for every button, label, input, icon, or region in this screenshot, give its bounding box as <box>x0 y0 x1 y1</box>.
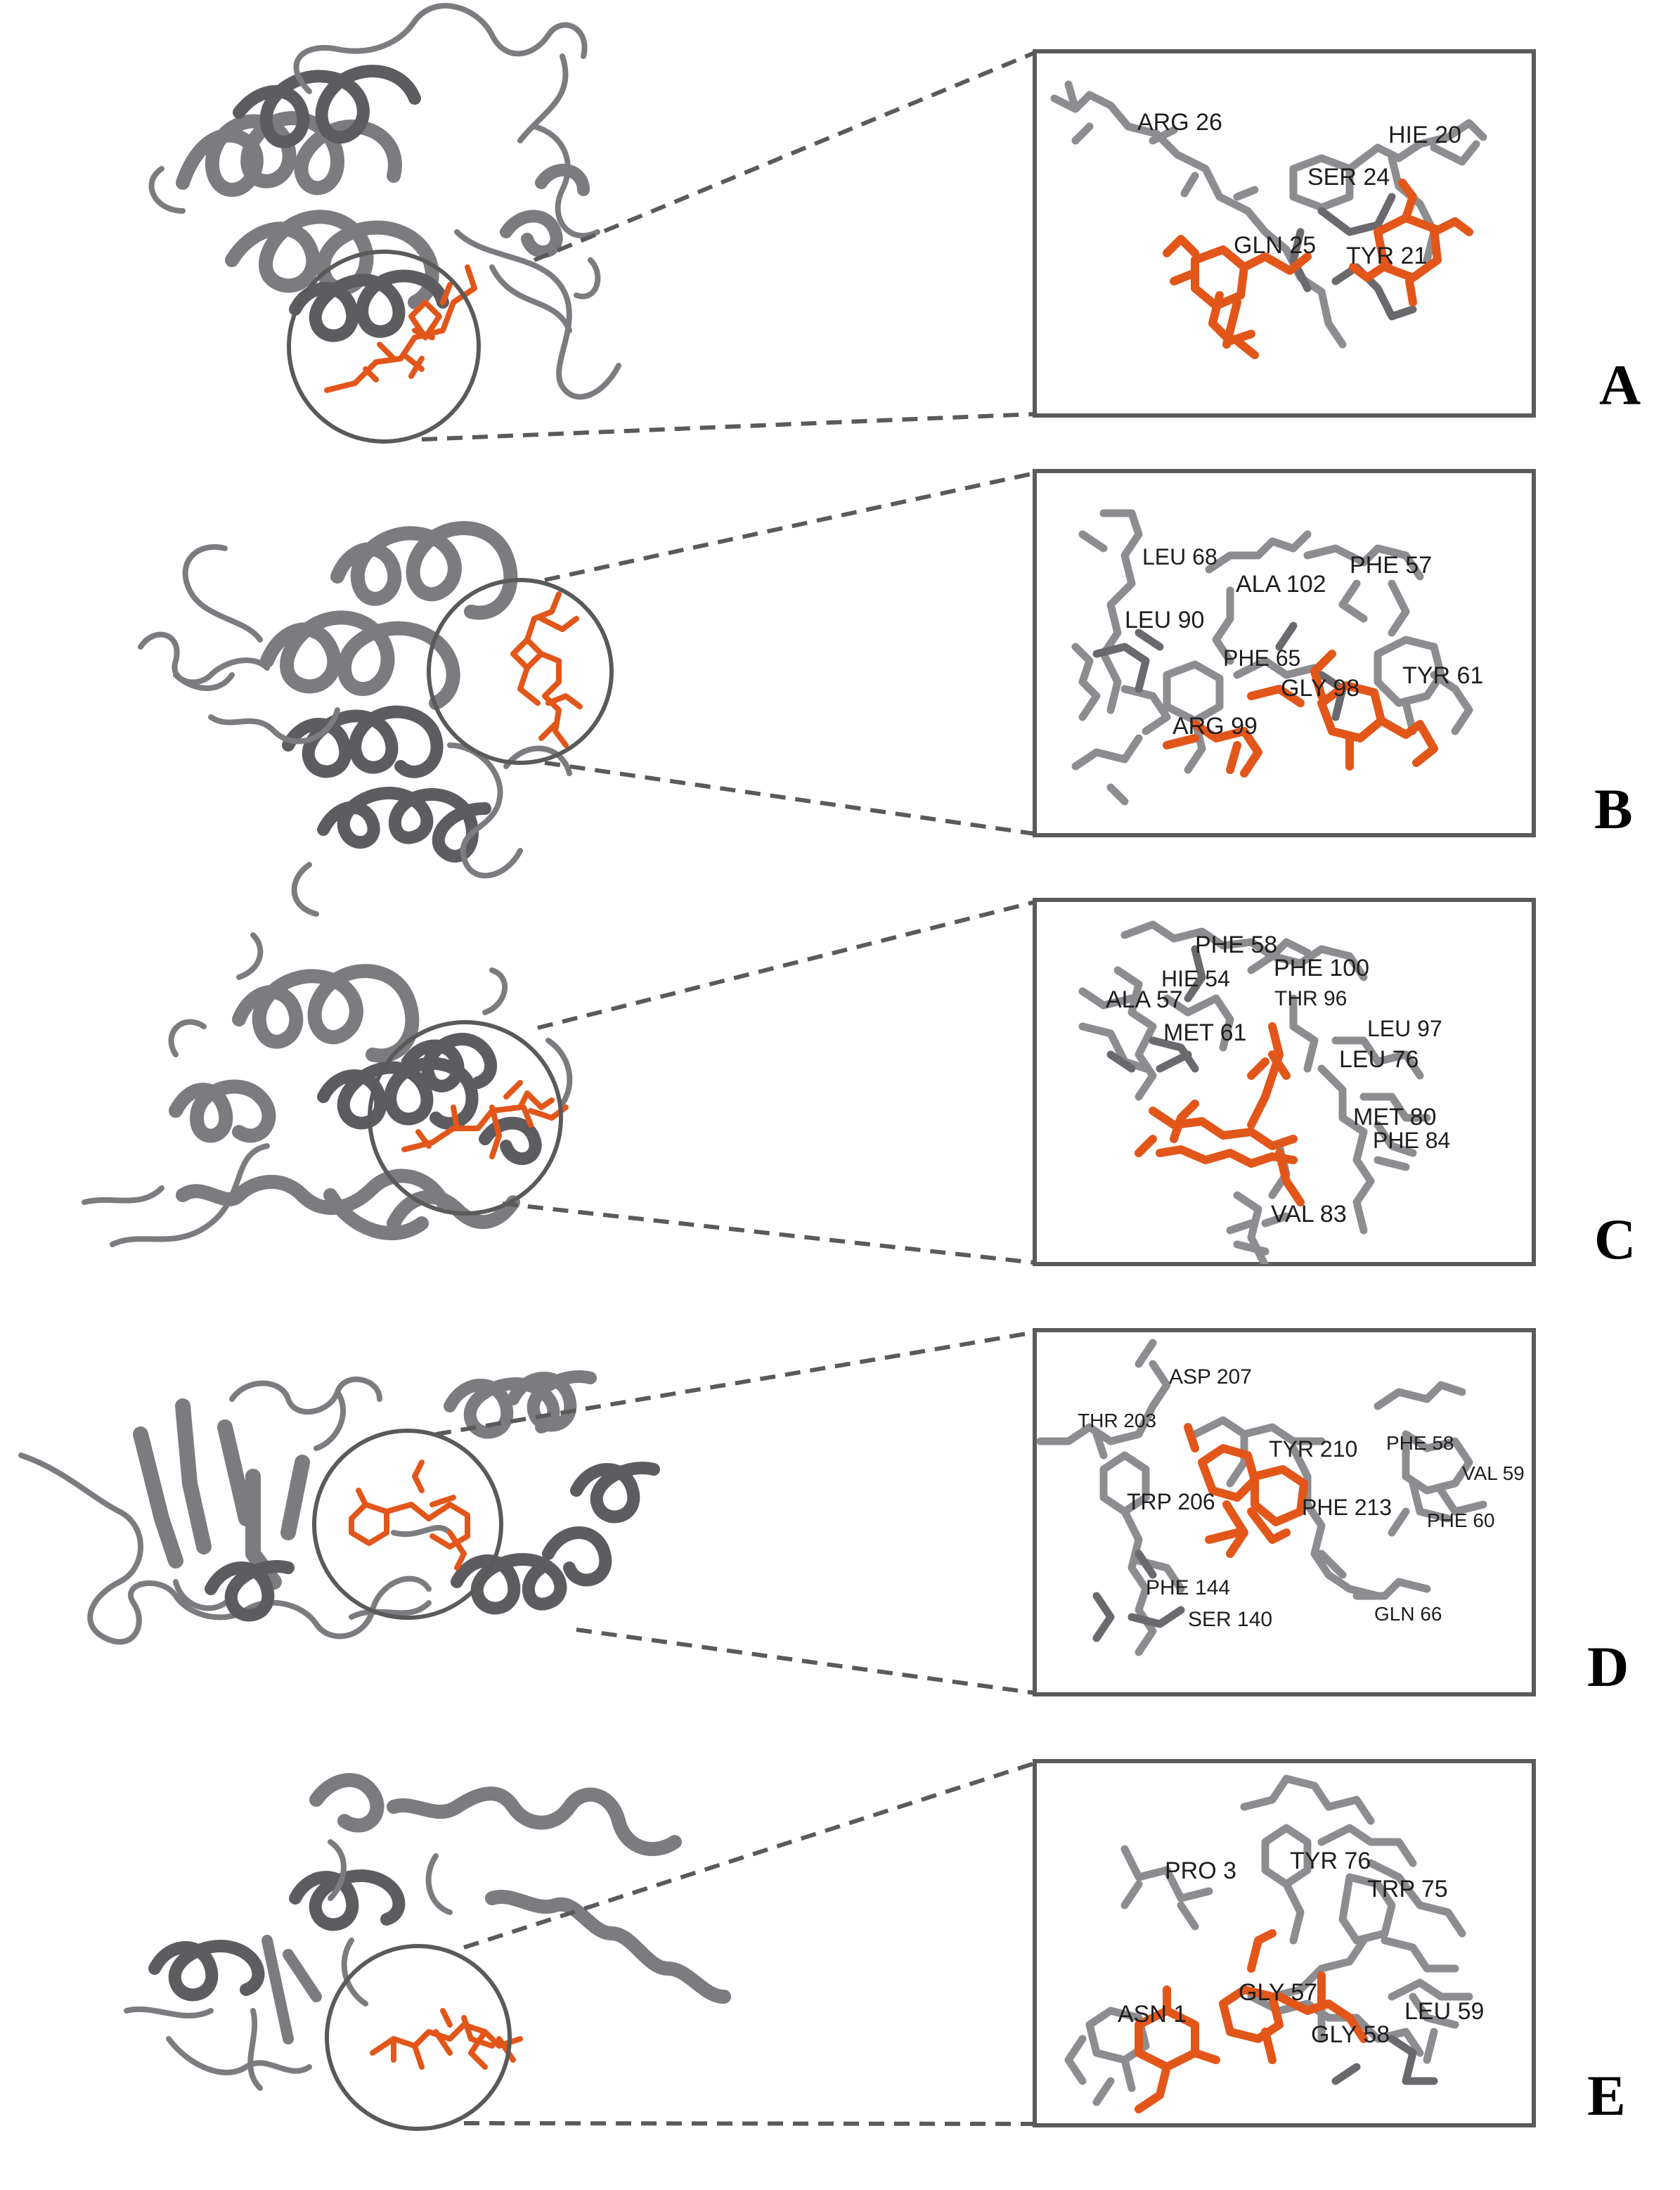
zoom-box-e <box>1033 1759 1536 2127</box>
residue-label: GLY 57 <box>1239 1979 1317 2006</box>
residue-label: PRO 3 <box>1165 1857 1236 1884</box>
residue-label: PHE 144 <box>1146 1576 1230 1599</box>
residue-label: ARG 26 <box>1137 109 1222 136</box>
residue-label: PHE 213 <box>1302 1495 1392 1520</box>
protein-structure-c <box>82 932 573 1247</box>
residue-label: TYR 21 <box>1346 243 1427 269</box>
residue-label: LEU 59 <box>1404 1998 1484 2025</box>
protein-structure-d <box>18 1370 660 1645</box>
residue-labels-c: PHE 58 PHE 100 HIE 54 ALA 57 THR 96 MET … <box>1106 932 1450 1228</box>
binding-site-b <box>1071 509 1473 806</box>
panel-b: LEU 68 PHE 57 ALA 102 LEU 90 PHE 65 GLY … <box>138 469 1633 917</box>
connector-bottom-a <box>421 412 1035 442</box>
residue-label: TRP 206 <box>1127 1489 1215 1514</box>
binding-site-e <box>1064 1774 1473 2113</box>
connector-bottom-d <box>576 1628 1035 1695</box>
residue-label: HIE 54 <box>1161 966 1230 991</box>
zoom-circle-e <box>325 1944 512 2131</box>
panel-c: PHE 58 PHE 100 HIE 54 ALA 57 THR 96 MET … <box>82 898 1636 1271</box>
residue-label: PHE 60 <box>1427 1509 1495 1531</box>
residue-label: VAL 83 <box>1271 1201 1347 1228</box>
connector-bottom-c <box>502 1202 1035 1265</box>
ligand-a <box>324 264 477 393</box>
protein-structure-a <box>148 3 621 400</box>
residue-label: LEU 90 <box>1125 607 1204 633</box>
residue-label: PHE 58 <box>1195 932 1277 958</box>
residue-label: PHE 65 <box>1223 645 1300 671</box>
residue-label: LEU 76 <box>1339 1046 1419 1073</box>
ligand-d <box>349 1460 470 1571</box>
ligand-c <box>401 1080 569 1159</box>
residue-label: THR 203 <box>1078 1410 1156 1431</box>
residue-label: ASN 1 <box>1118 2001 1187 2028</box>
zoom-circle-c <box>368 1020 563 1216</box>
connector-top-b <box>544 471 1035 582</box>
panel-letter-c: C <box>1594 1207 1636 1271</box>
residue-label: PHE 57 <box>1350 552 1432 579</box>
panel-a: ARG 26 HIE 20 SER 24 GLN 25 TYR 21 A <box>148 3 1641 444</box>
panel-letter-a: A <box>1599 353 1641 417</box>
zoom-circle-b <box>427 578 614 765</box>
binding-site-c <box>1078 920 1431 1264</box>
residue-label: LEU 97 <box>1367 1016 1442 1041</box>
residue-label: PHE 84 <box>1373 1128 1450 1153</box>
protein-structure-e <box>124 1773 731 2091</box>
residue-label: PHE 58 <box>1386 1432 1454 1454</box>
panel-d: ASP 207 THR 203 TYR 210 PHE 58 VAL 59 TR… <box>18 1328 1629 1699</box>
residue-label: HIE 20 <box>1388 122 1461 148</box>
residue-label: TYR 210 <box>1269 1436 1357 1462</box>
protein-structure-b <box>138 521 572 917</box>
residue-label: THR 96 <box>1274 987 1347 1010</box>
residue-label: ALA 57 <box>1106 986 1183 1013</box>
connector-bottom-e <box>463 2121 1035 2126</box>
connector-top-c <box>537 900 1035 1030</box>
residue-label: VAL 59 <box>1462 1462 1525 1484</box>
residue-labels-b: LEU 68 PHE 57 ALA 102 LEU 90 PHE 65 GLY … <box>1125 544 1483 740</box>
residue-labels-e: TYR 76 PRO 3 TRP 75 GLY 57 ASN 1 LEU 59 … <box>1118 1848 1484 2048</box>
ligand-e <box>370 2008 523 2070</box>
panel-letter-d: D <box>1587 1635 1629 1699</box>
panel-letter-b: B <box>1594 777 1633 841</box>
residue-label: SER 24 <box>1307 164 1390 191</box>
residue-label: GLN 66 <box>1374 1603 1442 1625</box>
residue-label: ARG 99 <box>1172 713 1258 740</box>
residue-label: PHE 100 <box>1274 955 1369 981</box>
residue-label: GLN 25 <box>1234 232 1316 259</box>
residue-label: MET 61 <box>1163 1019 1246 1046</box>
connector-top-a <box>533 51 1036 262</box>
connector-top-e <box>463 1761 1035 1950</box>
residue-label: TYR 76 <box>1290 1848 1371 1874</box>
residue-label: MET 80 <box>1353 1104 1436 1131</box>
residue-label: ASP 207 <box>1169 1365 1252 1389</box>
residue-label: GLY 98 <box>1281 675 1359 702</box>
zoom-circle-a <box>287 250 481 444</box>
residue-label: TYR 61 <box>1402 662 1483 689</box>
connector-top-d <box>435 1330 1035 1436</box>
residue-label: TRP 75 <box>1367 1876 1448 1902</box>
panel-letter-e: E <box>1587 2063 1626 2127</box>
residue-labels-d: ASP 207 THR 203 TYR 210 PHE 58 VAL 59 TR… <box>1078 1365 1525 1631</box>
binding-site-d <box>1036 1339 1487 1656</box>
residue-label: LEU 68 <box>1142 544 1217 569</box>
zoom-box-b <box>1033 469 1536 837</box>
connector-bottom-b <box>544 761 1035 836</box>
residue-label: SER 140 <box>1188 1608 1272 1631</box>
residue-label: ALA 102 <box>1236 571 1326 598</box>
residue-labels-a: ARG 26 HIE 20 SER 24 GLN 25 TYR 21 <box>1137 109 1461 269</box>
binding-site-a <box>1050 80 1487 359</box>
residue-label: GLY 58 <box>1311 2021 1390 2048</box>
panel-e: TYR 76 PRO 3 TRP 75 GLY 57 ASN 1 LEU 59 … <box>124 1759 1626 2131</box>
ligand-b <box>510 591 583 748</box>
zoom-circle-d <box>312 1429 503 1620</box>
